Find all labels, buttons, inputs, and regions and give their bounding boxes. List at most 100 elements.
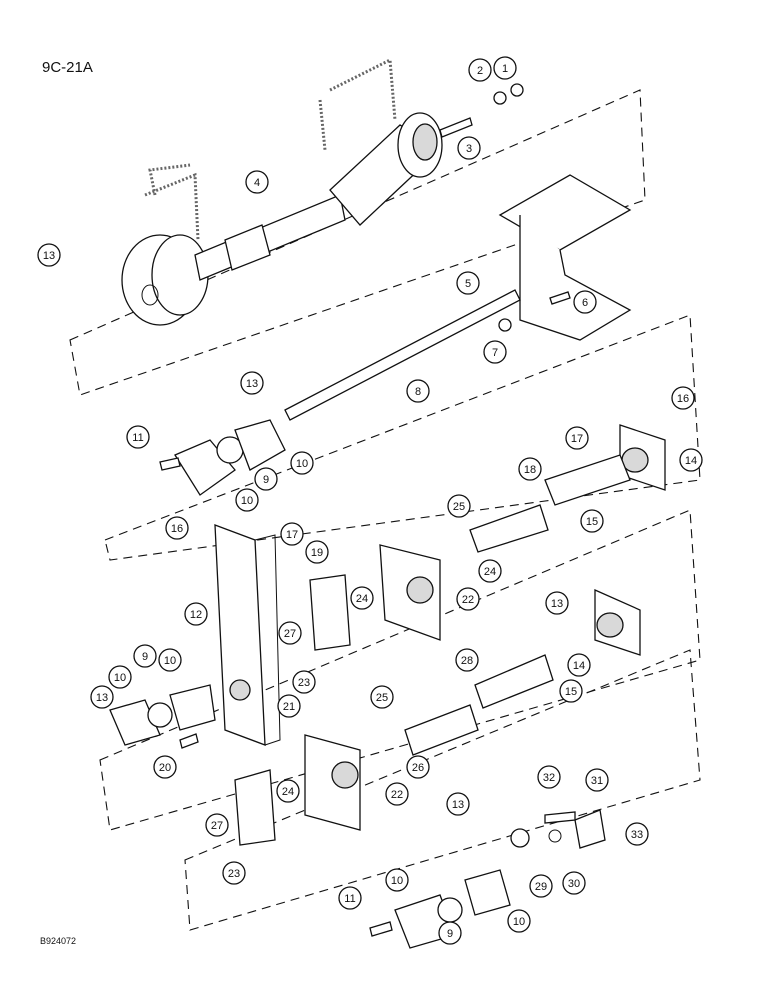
svg-text:23: 23	[228, 868, 240, 880]
callout-3: 3	[457, 136, 481, 160]
svg-text:13: 13	[452, 799, 464, 811]
callout-15: 15	[580, 509, 604, 533]
callout-27: 27	[278, 621, 302, 645]
svg-text:15: 15	[565, 686, 577, 698]
callout-22: 22	[456, 587, 480, 611]
svg-text:9: 9	[142, 651, 148, 663]
svg-text:33: 33	[631, 829, 643, 841]
svg-text:13: 13	[551, 598, 563, 610]
callout-11: 11	[338, 886, 362, 910]
svg-text:7: 7	[492, 347, 498, 359]
svg-text:13: 13	[43, 250, 55, 262]
callout-10: 10	[507, 909, 531, 933]
callout-6: 6	[573, 290, 597, 314]
svg-text:27: 27	[211, 820, 223, 832]
callout-1: 1	[493, 56, 517, 80]
svg-text:10: 10	[241, 495, 253, 507]
callout-11: 11	[126, 425, 150, 449]
callout-17: 17	[280, 522, 304, 546]
callout-23: 23	[292, 670, 316, 694]
svg-text:13: 13	[96, 692, 108, 704]
callout-25: 25	[447, 494, 471, 518]
brackets-guards	[234, 544, 441, 846]
chain-illustrations	[144, 57, 397, 241]
callout-7: 7	[483, 340, 507, 364]
svg-text:27: 27	[284, 628, 296, 640]
callout-20: 20	[153, 755, 177, 779]
svg-text:10: 10	[164, 655, 176, 667]
svg-text:31: 31	[591, 775, 603, 787]
svg-text:29: 29	[535, 881, 547, 893]
svg-text:20: 20	[159, 762, 171, 774]
svg-text:21: 21	[283, 701, 295, 713]
callout-10: 10	[235, 488, 259, 512]
callout-18: 18	[518, 457, 542, 481]
callout-4: 4	[245, 170, 269, 194]
svg-text:10: 10	[296, 458, 308, 470]
svg-text:1: 1	[502, 63, 508, 75]
callout-22: 22	[385, 782, 409, 806]
callout-13: 13	[240, 371, 264, 395]
figure-code: B924072	[40, 936, 76, 946]
callouts: 1 2 3 4 13 5 6 7 8 13 16 11 10 9 10 17 1…	[37, 56, 703, 945]
svg-text:14: 14	[573, 660, 585, 672]
callout-16: 16	[165, 516, 189, 540]
callout-32: 32	[537, 765, 561, 789]
callout-24: 24	[276, 779, 300, 803]
svg-text:24: 24	[356, 593, 368, 605]
callout-27: 27	[205, 813, 229, 837]
svg-text:5: 5	[465, 278, 471, 290]
figure-title: 9C-21A	[42, 59, 93, 76]
callout-31: 31	[585, 768, 609, 792]
callout-12: 12	[184, 602, 208, 626]
svg-text:17: 17	[571, 433, 583, 445]
callout-29: 29	[529, 874, 553, 898]
callout-30: 30	[562, 871, 586, 895]
shaft-8	[284, 289, 571, 421]
callout-14: 14	[567, 653, 591, 677]
callout-24: 24	[350, 586, 374, 610]
callout-8: 8	[406, 379, 430, 403]
callout-15: 15	[559, 679, 583, 703]
callout-16: 16	[671, 386, 695, 410]
svg-text:32: 32	[543, 772, 555, 784]
pto-shaft-assembly	[121, 83, 524, 326]
callout-19: 19	[305, 540, 329, 564]
svg-text:12: 12	[190, 609, 202, 621]
callout-5: 5	[456, 271, 480, 295]
svg-text:26: 26	[412, 762, 424, 774]
callout-10: 10	[158, 648, 182, 672]
svg-text:9: 9	[447, 928, 453, 940]
svg-text:18: 18	[524, 464, 536, 476]
callout-10: 10	[290, 451, 314, 475]
svg-text:16: 16	[171, 523, 183, 535]
callout-9: 9	[133, 644, 157, 668]
callout-13: 13	[90, 685, 114, 709]
svg-text:28: 28	[461, 655, 473, 667]
svg-text:10: 10	[391, 875, 403, 887]
callout-24: 24	[478, 559, 502, 583]
svg-text:16: 16	[677, 393, 689, 405]
svg-text:22: 22	[462, 594, 474, 606]
svg-text:24: 24	[282, 786, 294, 798]
callout-13: 13	[545, 591, 569, 615]
svg-text:13: 13	[246, 378, 258, 390]
bearing-tube-lower	[404, 588, 641, 756]
callout-25: 25	[370, 685, 394, 709]
callout-14: 14	[679, 448, 703, 472]
svg-text:25: 25	[376, 692, 388, 704]
svg-text:14: 14	[685, 455, 697, 467]
svg-text:22: 22	[391, 789, 403, 801]
group-outlines	[69, 89, 701, 931]
callout-28: 28	[455, 648, 479, 672]
svg-text:15: 15	[586, 516, 598, 528]
callout-9: 9	[438, 921, 462, 945]
callout-10: 10	[108, 665, 132, 689]
svg-text:10: 10	[513, 916, 525, 928]
svg-text:30: 30	[568, 878, 580, 890]
svg-text:4: 4	[254, 177, 260, 189]
svg-text:25: 25	[453, 501, 465, 513]
callout-9: 9	[254, 467, 278, 491]
svg-text:17: 17	[286, 529, 298, 541]
